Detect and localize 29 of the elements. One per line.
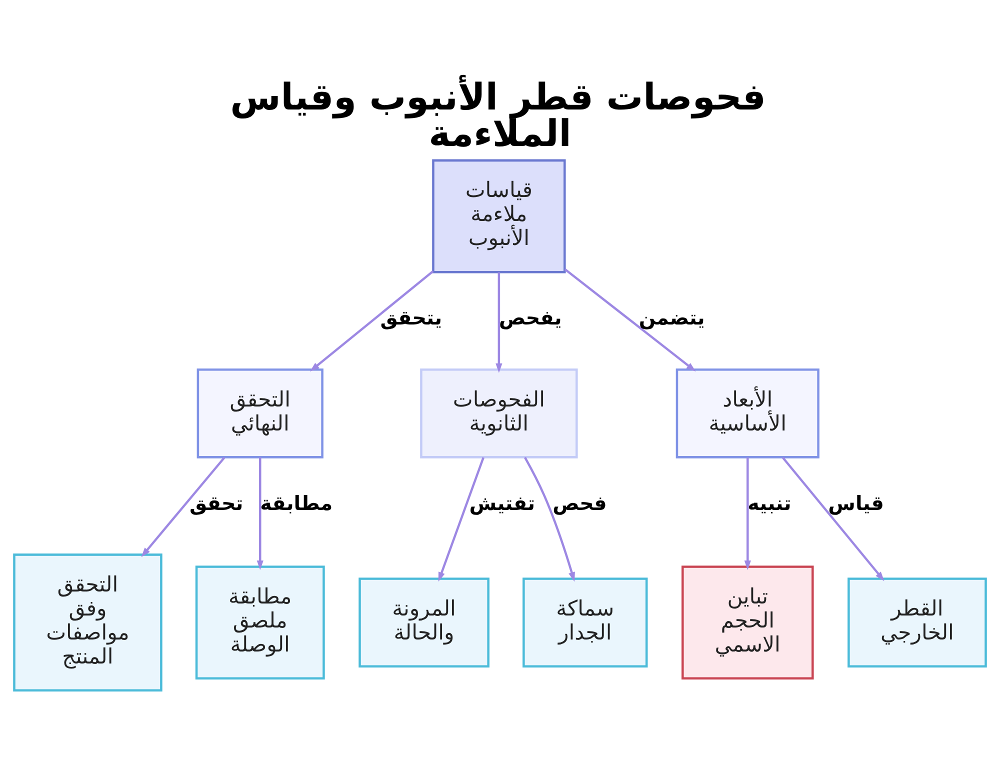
edge-label: يفحص xyxy=(498,306,562,330)
edge-label: قياس xyxy=(828,492,884,515)
node-box: التحقق وفق مواصفات المنتج xyxy=(13,554,162,692)
node-box: الأبعاد الأساسية xyxy=(676,368,820,458)
node-box: الفحوصات الثانوية xyxy=(420,368,578,458)
node-box: القطر الخارجي xyxy=(848,578,987,668)
arrow xyxy=(782,456,884,582)
edge-label: فحص xyxy=(552,492,607,515)
arrow xyxy=(496,272,502,373)
edge-label: مطابقة xyxy=(260,492,333,515)
edge-label: تنبيه xyxy=(748,492,792,515)
node-box: مطابقة ملصق الوصلة xyxy=(195,566,325,680)
node-box: التحقق النهائي xyxy=(196,368,324,458)
node-box: قياسات ملاءمة الأنبوب xyxy=(432,159,566,274)
node-box: المرونة والحالة xyxy=(358,578,490,668)
arrow xyxy=(256,458,264,570)
arrow xyxy=(141,456,226,558)
arrow xyxy=(310,270,434,372)
arrow xyxy=(524,456,575,582)
edge-label: يتحقق xyxy=(380,306,442,330)
edge-label: تفتيش xyxy=(469,492,535,515)
node-box: سماكة الجدار xyxy=(522,578,648,668)
node-box: تباين الحجم الاسمي xyxy=(682,566,814,680)
edge-label: يتضمن xyxy=(638,306,705,330)
arrow xyxy=(438,457,484,582)
arrow xyxy=(564,268,696,372)
arrow xyxy=(744,458,751,570)
diagram-title: فحوصات قطر الأنبوب وقياس الملاءمة xyxy=(230,75,766,156)
edge-label: تحقق xyxy=(189,492,244,515)
